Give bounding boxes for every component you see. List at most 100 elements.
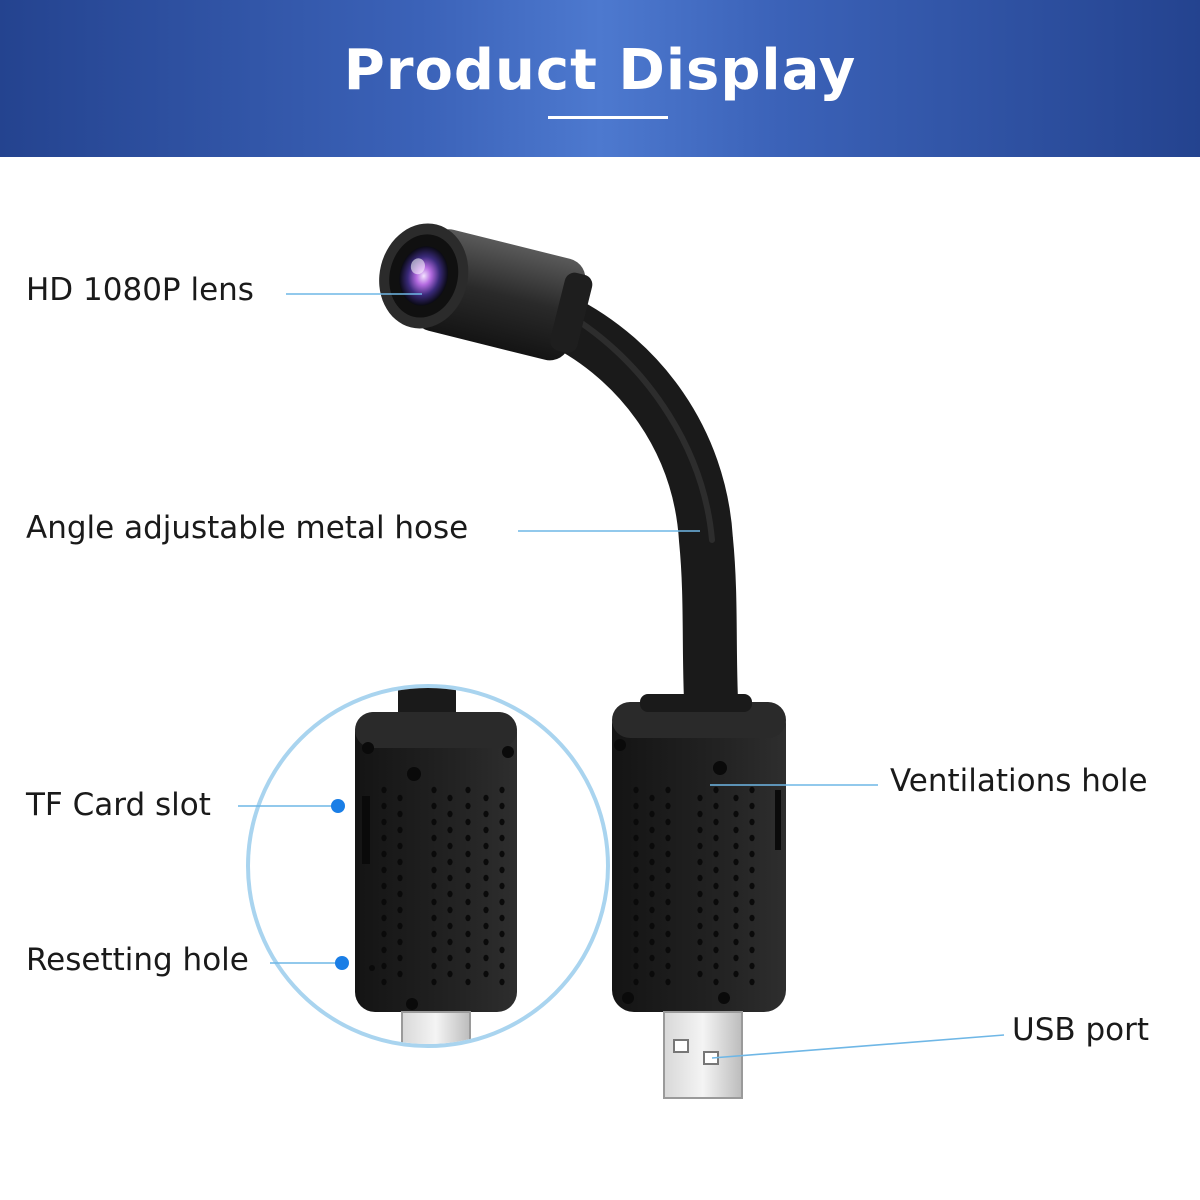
vent-hole	[697, 858, 703, 866]
vent-hole	[649, 970, 655, 978]
vent-hole	[431, 898, 437, 906]
vent-hole	[633, 930, 639, 938]
vent-hole	[713, 834, 719, 842]
vent-hole	[447, 810, 453, 818]
vent-hole	[381, 866, 387, 874]
vent-hole	[733, 970, 739, 978]
vent-hole	[483, 970, 489, 978]
vent-hole	[697, 938, 703, 946]
vent-hole	[733, 906, 739, 914]
vent-hole	[665, 930, 671, 938]
vent-hole	[665, 978, 671, 986]
leader-usb	[711, 1034, 1005, 1059]
vent-hole	[649, 938, 655, 946]
vent-hole	[649, 810, 655, 818]
label-usb-port: USB port	[1012, 1012, 1150, 1048]
vent-hole	[381, 818, 387, 826]
page-title: Product Display	[343, 38, 857, 103]
vent-hole	[381, 882, 387, 890]
vent-hole	[483, 810, 489, 818]
vent-hole	[665, 834, 671, 842]
vent-hole	[397, 906, 403, 914]
tf-slot-marker	[331, 799, 345, 813]
vent-hole	[397, 794, 403, 802]
vent-hole	[431, 866, 437, 874]
vent-hole	[697, 970, 703, 978]
vent-hole	[665, 802, 671, 810]
vent-hole	[499, 866, 505, 874]
vent-hole	[397, 954, 403, 962]
vent-hole	[649, 890, 655, 898]
vent-hole	[499, 882, 505, 890]
camera-body	[612, 694, 786, 1012]
leader-lines	[238, 293, 1005, 1059]
vent-hole	[499, 930, 505, 938]
vent-hole	[665, 946, 671, 954]
vent-hole	[431, 834, 437, 842]
vent-hole	[465, 882, 471, 890]
vent-hole	[649, 794, 655, 802]
vent-hole	[633, 946, 639, 954]
vent-hole	[483, 922, 489, 930]
vent-hole	[397, 938, 403, 946]
vent-hole	[749, 978, 755, 986]
vent-hole	[749, 786, 755, 794]
vent-hole	[733, 938, 739, 946]
vent-hole	[649, 858, 655, 866]
vent-hole	[381, 914, 387, 922]
vent-hole	[381, 930, 387, 938]
vent-hole	[447, 890, 453, 898]
vent-hole	[713, 914, 719, 922]
vent-hole	[749, 962, 755, 970]
vent-hole	[483, 826, 489, 834]
vent-hole	[499, 786, 505, 794]
vent-hole	[447, 858, 453, 866]
vent-hole	[749, 834, 755, 842]
label-resetting-hole: Resetting hole	[26, 942, 249, 978]
vent-hole	[447, 938, 453, 946]
vent-hole	[633, 818, 639, 826]
vent-hole	[665, 914, 671, 922]
vent-hole	[447, 922, 453, 930]
vent-hole	[465, 866, 471, 874]
vent-hole	[465, 818, 471, 826]
vent-hole	[431, 930, 437, 938]
vent-hole	[749, 850, 755, 858]
vent-hole	[749, 930, 755, 938]
vent-hole	[733, 842, 739, 850]
vent-hole	[499, 818, 505, 826]
vent-hole	[733, 810, 739, 818]
vent-hole	[447, 970, 453, 978]
vent-hole	[749, 946, 755, 954]
vent-hole	[397, 874, 403, 882]
vent-hole	[749, 882, 755, 890]
vent-hole	[697, 794, 703, 802]
vent-hole	[749, 898, 755, 906]
vent-hole	[465, 898, 471, 906]
vent-hole	[381, 898, 387, 906]
vent-hole	[713, 850, 719, 858]
vent-hole	[499, 962, 505, 970]
vent-hole	[465, 978, 471, 986]
vent-hole	[665, 898, 671, 906]
vent-hole	[483, 938, 489, 946]
vent-hole	[447, 842, 453, 850]
camera-head	[379, 223, 593, 361]
vent-hole	[633, 802, 639, 810]
vent-hole	[431, 962, 437, 970]
vent-hole	[749, 818, 755, 826]
vent-hole	[483, 842, 489, 850]
vent-hole	[465, 834, 471, 842]
vent-hole	[447, 906, 453, 914]
vent-hole	[733, 794, 739, 802]
vent-hole	[397, 858, 403, 866]
vent-hole	[397, 890, 403, 898]
vent-hole	[381, 786, 387, 794]
vent-hole	[649, 906, 655, 914]
label-ventilation-hole: Ventilations hole	[890, 763, 1148, 799]
vent-hole	[633, 834, 639, 842]
vent-hole	[465, 914, 471, 922]
vent-hole	[713, 818, 719, 826]
vent-hole	[499, 834, 505, 842]
vent-hole	[665, 818, 671, 826]
